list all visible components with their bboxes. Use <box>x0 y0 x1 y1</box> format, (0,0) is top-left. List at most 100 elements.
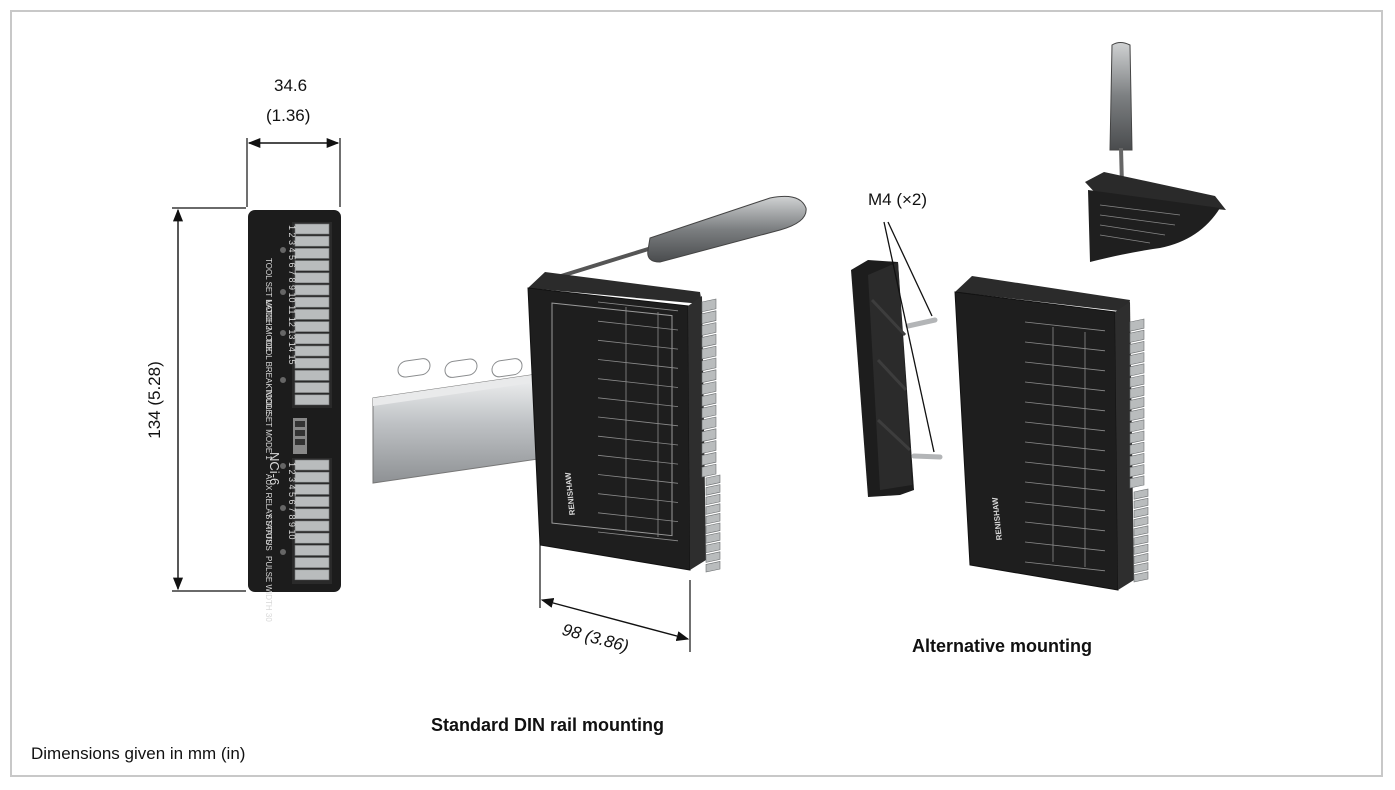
release-inset <box>1085 42 1226 262</box>
terminal-cell <box>1133 507 1149 518</box>
terminal-cell <box>701 298 717 313</box>
terminal-cell <box>294 532 330 544</box>
terminal-cell <box>701 404 717 419</box>
terminal-cell <box>1129 363 1145 377</box>
terminal-cell <box>1129 408 1145 422</box>
panel-label-tool-set-1: TOOL SET MODE 1 <box>264 388 273 460</box>
terminal-cell <box>1129 441 1145 455</box>
terminal-cell <box>294 296 330 308</box>
terminal-cell <box>1129 419 1145 433</box>
panel-label-status: STATUS <box>264 514 273 544</box>
terminal-cell <box>1133 488 1149 500</box>
terminal-cell <box>294 520 330 532</box>
panel-label-pulse-width: PULSE WIDTH 30 <box>264 556 273 622</box>
terminal-cell <box>705 532 721 544</box>
alternative-caption: Alternative mounting <box>912 636 1093 656</box>
terminal-cell <box>1129 385 1145 399</box>
terminal-cell <box>705 541 721 554</box>
terminal-cell <box>1133 553 1149 564</box>
terminal-cell <box>705 551 721 563</box>
terminal-cell <box>1129 318 1145 332</box>
terminal-cell <box>294 272 330 284</box>
terminal-cell <box>294 569 330 581</box>
terminal-cell <box>294 459 330 471</box>
terminal-cell <box>294 223 330 235</box>
depth-dimension <box>539 540 691 652</box>
panel-label-tool-break: TOOL BREAK MODE <box>264 338 273 415</box>
terminal-cell <box>701 369 717 383</box>
terminal-cell <box>1133 571 1149 583</box>
terminal-cell <box>1133 497 1149 509</box>
standard-caption: Standard DIN rail mounting <box>431 715 665 735</box>
terminal-cell <box>701 310 717 324</box>
terminal-cell <box>705 522 721 534</box>
alternative-mounted-unit: RENISHAW <box>954 276 1149 591</box>
terminal-cell <box>294 284 330 296</box>
terminal-cell <box>1133 562 1149 574</box>
terminal-cell <box>294 508 330 520</box>
standard-mounted-unit: RENISHAW <box>527 272 721 573</box>
terminal-cell <box>1129 430 1145 444</box>
terminal-cell <box>705 513 721 525</box>
screw-leader-line-1 <box>887 221 933 317</box>
terminal-cell <box>705 493 721 506</box>
terminal-cell <box>294 248 330 259</box>
width-dimension <box>246 137 341 207</box>
panel-label-aux-relay: AUX RELAY STATUS <box>264 474 273 551</box>
terminal-cell <box>1133 534 1149 546</box>
terminal-cell <box>705 503 721 515</box>
terminal-cell <box>294 471 330 483</box>
mounting-bracket <box>851 221 943 497</box>
terminal-cell <box>705 474 721 486</box>
width-in-label: (1.36) <box>266 106 311 125</box>
terminal-cell <box>1133 543 1149 555</box>
terminal-cell <box>701 381 717 395</box>
terminal-cell <box>1129 329 1145 343</box>
terminal-cell <box>701 345 717 360</box>
height-label: 134 (5.28) <box>145 361 164 439</box>
terminal-cell <box>1129 397 1145 410</box>
screw-leader-line-2 <box>883 221 935 453</box>
terminal-cell <box>294 496 330 507</box>
terminal-cell <box>701 463 717 478</box>
screw-label: M4 (×2) <box>868 190 928 209</box>
terminal-cell <box>701 440 717 454</box>
terminal-cell <box>294 382 330 393</box>
panel-label-latch: LATCH MODE <box>264 300 273 352</box>
terminal-cell <box>705 484 721 496</box>
terminal-cell <box>294 260 330 271</box>
terminal-cell <box>1133 516 1149 528</box>
terminal-cell <box>294 235 330 247</box>
front-view-unit: TOOL SET MODE 2 LATCH MODE TOOL BREAK MO… <box>248 210 341 622</box>
height-dimension <box>172 207 246 592</box>
panel-label-tool-set-2: TOOL SET MODE 2 <box>264 258 273 330</box>
terminal-cell <box>294 557 330 568</box>
terminal-cell <box>1129 341 1145 354</box>
terminal-cell <box>294 345 330 357</box>
panel-model-label: NCi-6 <box>267 452 282 485</box>
terminal-cell <box>701 416 717 431</box>
terminal-cell <box>705 561 721 573</box>
screwdriver-standard <box>543 195 807 283</box>
terminal-cell <box>294 394 330 406</box>
terminal-cell <box>1133 525 1149 537</box>
width-mm-label: 34.6 <box>274 76 308 95</box>
terminal-cell <box>294 484 330 495</box>
figure-frame <box>10 10 1383 777</box>
terminal-cell <box>294 545 330 556</box>
top-terminal-numbers: 1 2 3 4 5 6 7 8 9 10 11 12 13 14 15 <box>287 225 297 364</box>
terminal-cell <box>294 357 330 369</box>
terminal-cell <box>294 370 330 381</box>
terminal-cell <box>701 357 717 372</box>
terminal-cell <box>701 393 717 407</box>
terminal-cell <box>1129 464 1145 478</box>
terminal-cell <box>1129 453 1145 466</box>
terminal-cell <box>1129 374 1145 388</box>
terminal-cell <box>1129 352 1145 366</box>
terminal-cell <box>701 428 717 442</box>
terminal-cell <box>294 321 330 332</box>
footnote: Dimensions given in mm (in) <box>31 744 246 763</box>
terminal-cell <box>701 322 717 336</box>
terminal-cell <box>701 452 717 466</box>
